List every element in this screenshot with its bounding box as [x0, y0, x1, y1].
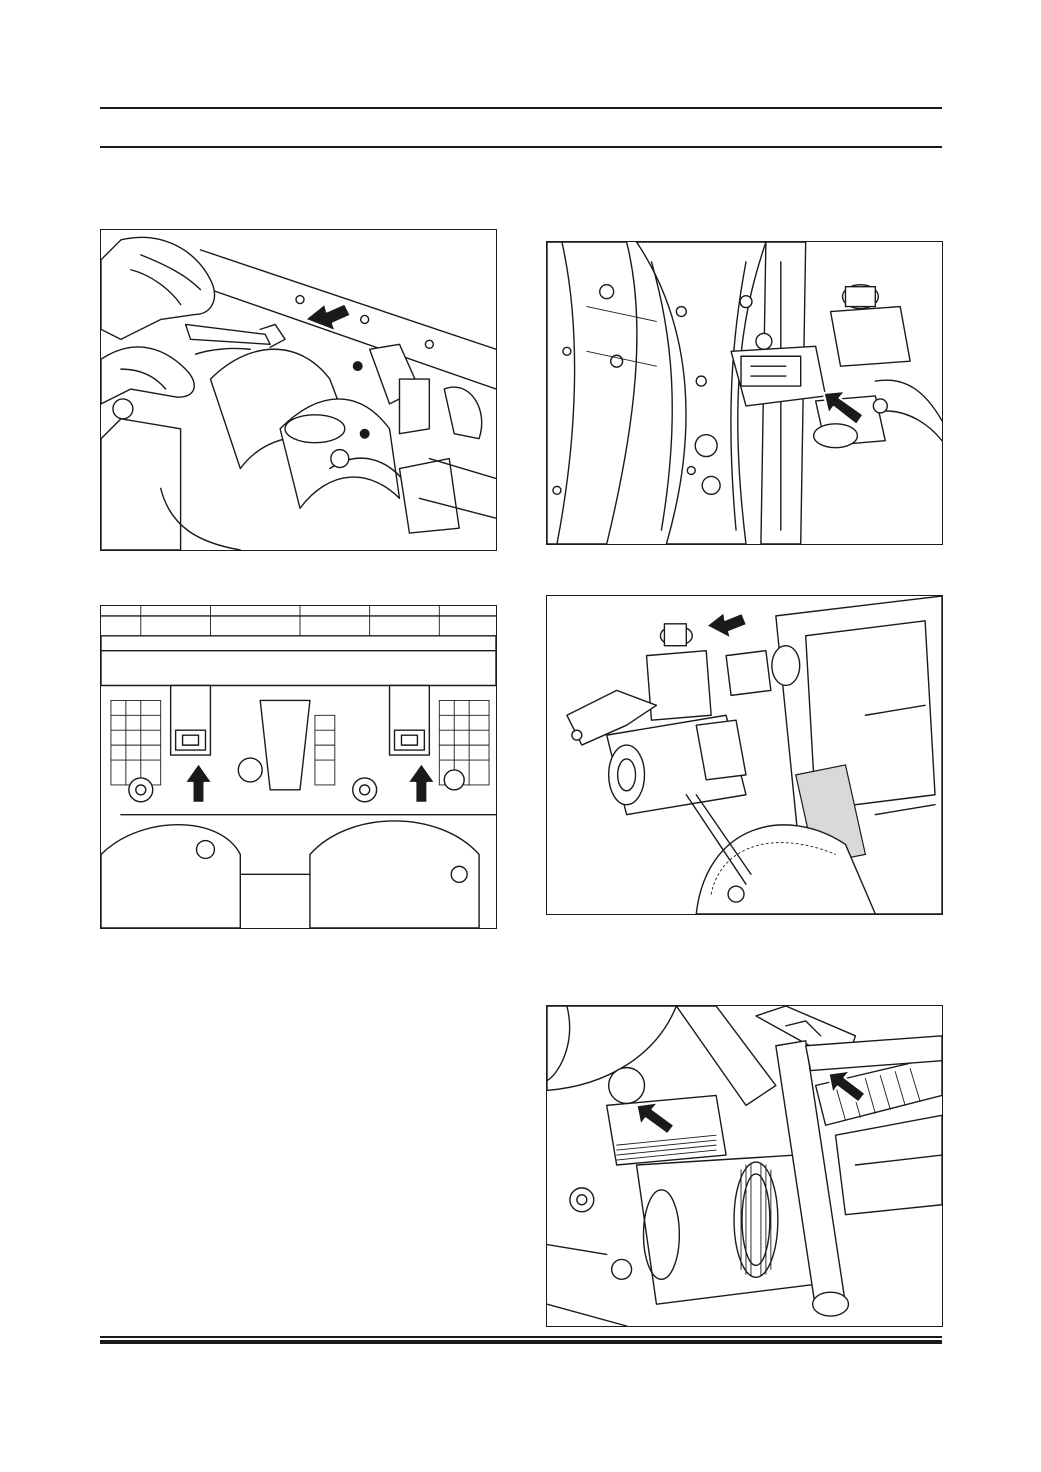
- figure-3-illustration: [101, 606, 496, 928]
- callout-arrow-right: [407, 763, 435, 803]
- figure-2-illustration: [547, 242, 942, 544]
- header-rule-bottom: [100, 146, 942, 148]
- callout-arrow: [706, 612, 747, 639]
- figure-1-illustration: [101, 230, 496, 550]
- figure-4-illustration: [547, 596, 942, 914]
- header-rule-top: [100, 107, 942, 109]
- footer-rule-thin: [100, 1336, 942, 1338]
- figure-5: [546, 1005, 943, 1327]
- figure-2: [546, 241, 943, 545]
- figure-5-illustration: [547, 1006, 942, 1326]
- figure-1: [100, 229, 497, 551]
- callout-arrow-left: [185, 763, 213, 803]
- figure-4: [546, 595, 943, 915]
- callout-arrow: [305, 304, 351, 332]
- callout-arrow-right: [829, 1071, 866, 1103]
- callout-arrow-left: [637, 1102, 675, 1134]
- callout-arrow: [824, 391, 864, 425]
- footer-rule-thick: [100, 1340, 942, 1344]
- figure-3: [100, 605, 497, 929]
